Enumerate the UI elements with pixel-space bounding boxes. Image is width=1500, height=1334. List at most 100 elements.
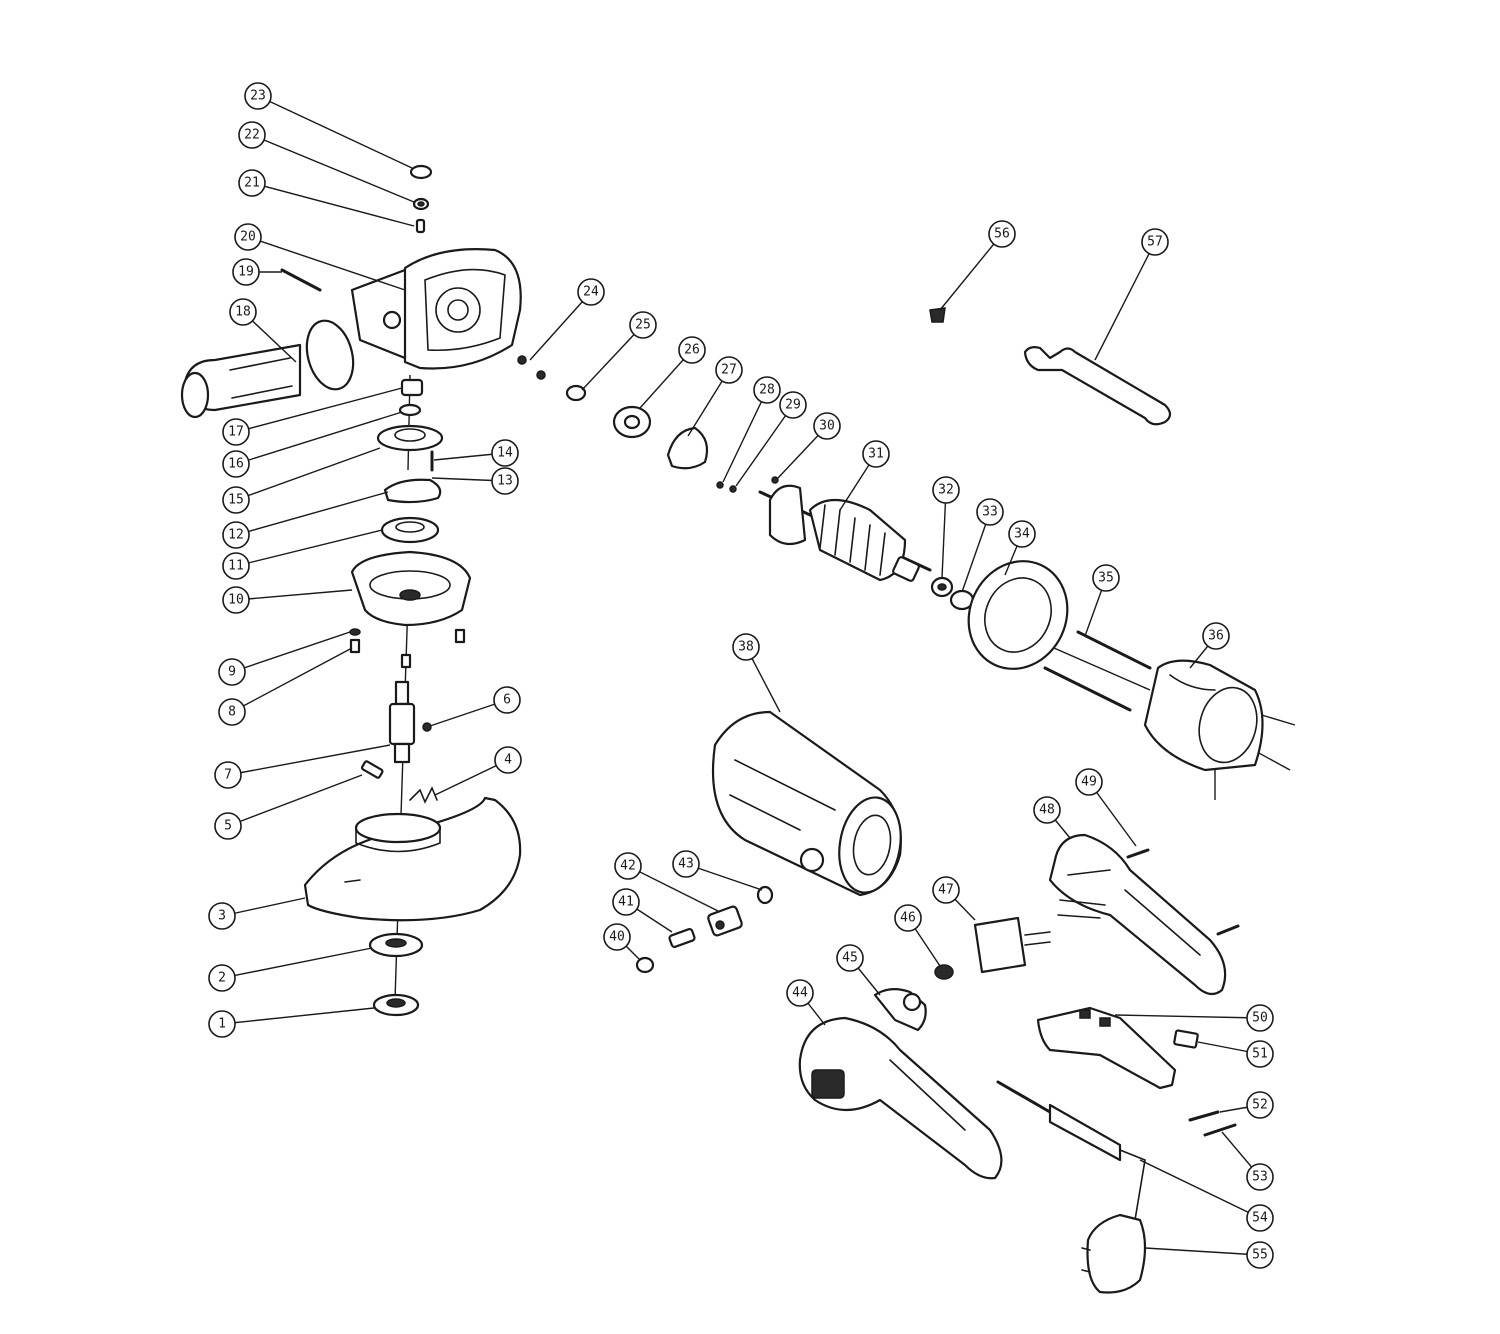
callout-label-32: 32 (938, 483, 954, 498)
callout-label-20: 20 (240, 230, 256, 245)
callout-circle-28 (753, 376, 781, 404)
part-24-washer-b (536, 370, 546, 380)
callout-label-16: 16 (228, 457, 244, 472)
callout-circle-44 (786, 979, 814, 1007)
callout-circle-24 (577, 278, 605, 306)
leader-line-29 (735, 404, 794, 487)
part-48-handle-housing (1048, 833, 1227, 996)
callout-label-19: 19 (238, 265, 254, 280)
part-41-terminal (668, 928, 696, 948)
part-10-bearing-cover (350, 550, 472, 627)
callout-label-11: 11 (228, 559, 244, 574)
callout-label-27: 27 (721, 363, 737, 378)
callout-circle-14 (491, 439, 519, 467)
part-23-cap (409, 164, 433, 180)
leader-line-54 (1139, 1159, 1261, 1219)
leader-line-9 (231, 631, 351, 673)
callout-circle-56 (988, 220, 1016, 248)
callout-circle-42 (614, 852, 642, 880)
part-6-key (422, 722, 432, 732)
part-46-capacitor (934, 964, 954, 980)
callout-circle-3 (208, 902, 236, 930)
leader-line-23 (257, 95, 413, 169)
callout-circle-11 (222, 552, 250, 580)
leader-line-5 (227, 774, 363, 827)
callout-label-2: 2 (218, 971, 226, 986)
callout-label-48: 48 (1039, 803, 1055, 818)
callout-circle-25 (629, 311, 657, 339)
part-1-lock-nut (372, 993, 420, 1017)
leader-line-8 (231, 647, 353, 713)
callout-label-34: 34 (1014, 527, 1030, 542)
part-3-wheel-guard (303, 796, 522, 922)
callout-circle-18 (229, 298, 257, 326)
callout-circle-35 (1092, 564, 1120, 592)
leader-line-7 (227, 744, 391, 776)
part-25-pinion (565, 384, 587, 402)
part-15-bevel-gear (376, 424, 444, 452)
callout-label-17: 17 (228, 425, 244, 440)
callout-label-38: 38 (738, 640, 754, 655)
callout-circle-21 (238, 169, 266, 197)
callout-label-45: 45 (842, 951, 858, 966)
callout-circle-26 (678, 336, 706, 364)
callout-circle-6 (493, 686, 521, 714)
callout-circle-23 (244, 82, 272, 110)
callout-circle-13 (491, 467, 519, 495)
callout-label-5: 5 (224, 819, 232, 834)
callout-label-53: 53 (1252, 1170, 1268, 1185)
part-30-washer (771, 476, 779, 484)
leader-line-10 (235, 589, 353, 601)
callout-circle-49 (1075, 768, 1103, 796)
callout-label-6: 6 (503, 693, 511, 708)
callout-label-13: 13 (497, 474, 513, 489)
part-57-pin-wrench (1023, 346, 1172, 426)
callout-label-14: 14 (497, 446, 513, 461)
part-40-terminal-nut (635, 956, 655, 974)
callout-label-3: 3 (218, 909, 226, 924)
callout-label-8: 8 (228, 705, 236, 720)
callout-label-51: 51 (1252, 1047, 1268, 1062)
part-24-washer-a (517, 355, 527, 365)
callout-label-40: 40 (609, 930, 625, 945)
part-26-bearing (612, 405, 652, 439)
callout-circle-10 (222, 586, 250, 614)
part-34-air-baffle (967, 560, 1069, 670)
part-55-plug (1081, 1213, 1147, 1294)
callout-circle-45 (836, 944, 864, 972)
callout-circle-31 (862, 440, 890, 468)
leader-line-11 (235, 529, 383, 567)
callout-label-57: 57 (1147, 235, 1163, 250)
part-32-bearing (930, 576, 954, 598)
callout-label-31: 31 (868, 447, 884, 462)
part-42-brush-holder (707, 905, 743, 937)
part-18-side-handle (180, 319, 355, 419)
part-44-rear-handle (798, 1016, 1003, 1180)
part-52-cord-clamp (1188, 1110, 1237, 1137)
callout-label-55: 55 (1252, 1248, 1268, 1263)
part-49-screw-a (1126, 848, 1150, 859)
callout-label-52: 52 (1252, 1098, 1268, 1113)
callout-circle-40 (603, 923, 631, 951)
leader-line-22 (251, 134, 415, 203)
callout-circle-15 (222, 486, 250, 514)
leader-line-56 (939, 233, 1003, 311)
callout-circle-5 (214, 812, 242, 840)
callout-circle-29 (779, 391, 807, 419)
callout-label-42: 42 (620, 859, 636, 874)
part-45-switch (873, 988, 927, 1032)
part-31-armature (758, 484, 932, 582)
part-8-screw-c (454, 628, 466, 644)
leader-line-21 (251, 182, 415, 227)
callout-circle-12 (222, 521, 250, 549)
leader-line-15 (235, 447, 381, 501)
callout-label-4: 4 (504, 753, 512, 768)
callout-circle-47 (932, 876, 960, 904)
callout-circle-4 (494, 746, 522, 774)
part-35-screw-a (1076, 630, 1152, 670)
callout-label-49: 49 (1081, 775, 1097, 790)
callout-label-46: 46 (900, 911, 916, 926)
leader-line-50 (1114, 1014, 1261, 1019)
part-35-screw-b (1043, 666, 1132, 712)
